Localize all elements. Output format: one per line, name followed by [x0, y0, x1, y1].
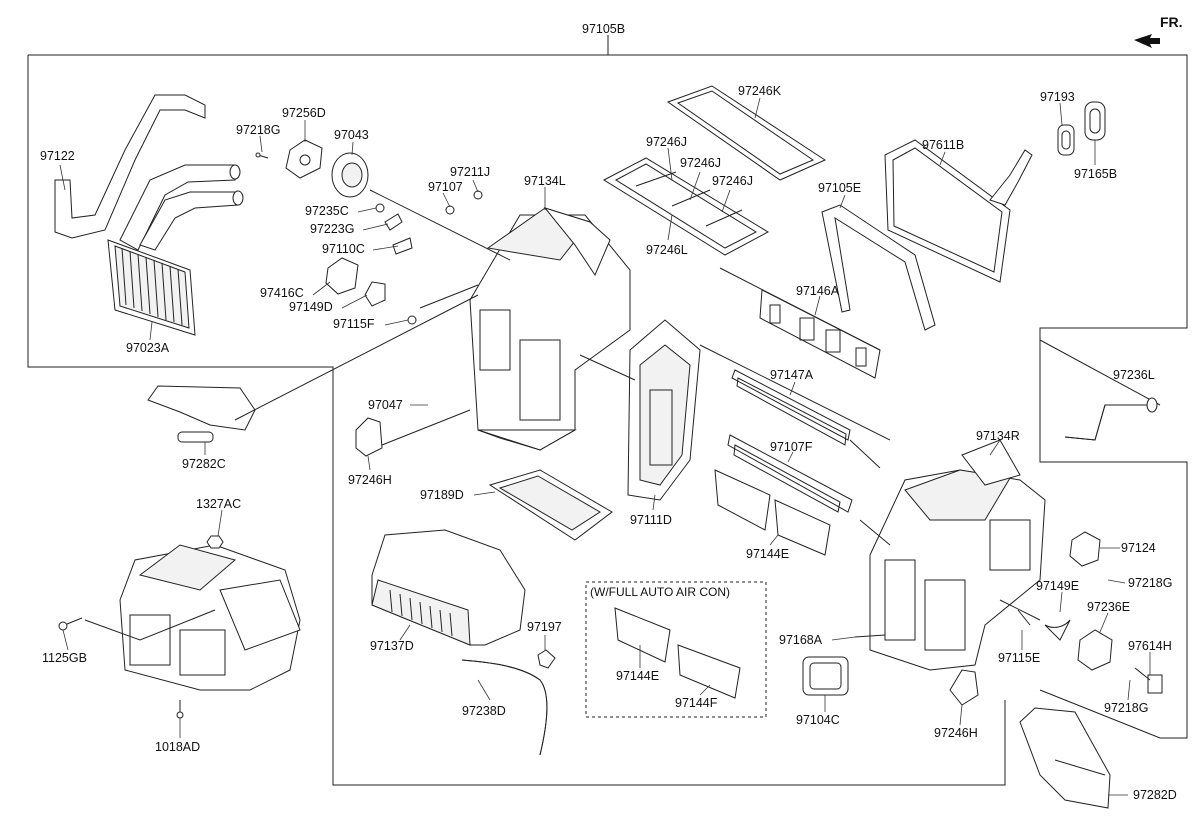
part-label-97134l[interactable]: 97134L	[524, 174, 566, 188]
part-label-97043[interactable]: 97043	[334, 128, 369, 142]
part-label-97144e-a[interactable]: 97144E	[746, 547, 789, 561]
part-label-97246h-a[interactable]: 97246H	[348, 473, 392, 487]
actuator-97236e-part	[1077, 629, 1113, 671]
part-label-97218g-a[interactable]: 97218G	[236, 123, 280, 137]
subgroup-label: (W/FULL AUTO AIR CON)	[590, 585, 730, 599]
full-auto-subgroup-box	[585, 581, 767, 718]
nut-1327ac-part	[206, 535, 224, 549]
part-label-97246k[interactable]: 97246K	[738, 84, 782, 98]
door-97146a-part	[759, 289, 881, 379]
part-label-97165b[interactable]: 97165B	[1074, 167, 1117, 181]
seal-97246h-part	[355, 417, 979, 706]
duct-97282d-part	[1019, 707, 1111, 809]
door-97144e-part	[714, 469, 831, 556]
actuator-97256d-part	[285, 139, 323, 179]
part-label-97105b[interactable]: 97105B	[582, 22, 625, 36]
part-labels: 97105B 97122 97218G 97256D 97043 97246K …	[40, 22, 1177, 802]
part-label-97146a[interactable]: 97146A	[796, 284, 840, 298]
part-label-97246h-b[interactable]: 97246H	[934, 726, 978, 740]
misc-clips-part	[325, 190, 483, 325]
part-label-97218g-b[interactable]: 97218G	[1128, 576, 1172, 590]
tray-97189d-part	[488, 469, 613, 541]
door-97147a-part	[731, 369, 851, 446]
part-label-97124[interactable]: 97124	[1121, 541, 1156, 555]
bolt-1125gb-part	[58, 617, 83, 631]
part-label-97614h[interactable]: 97614H	[1128, 639, 1172, 653]
part-label-97144e-b[interactable]: 97144E	[616, 669, 659, 683]
part-label-1018ad[interactable]: 1018AD	[155, 740, 200, 754]
orientation-label: FR.	[1160, 14, 1183, 30]
pipe-97236l-part	[1064, 397, 1158, 441]
part-label-97149e[interactable]: 97149E	[1036, 579, 1079, 593]
door-97107f-part	[727, 434, 853, 513]
part-label-97168a[interactable]: 97168A	[779, 633, 823, 647]
part-label-97223g[interactable]: 97223G	[310, 222, 354, 236]
evaporator-part	[884, 139, 1033, 283]
heater-pipe-part	[54, 94, 244, 251]
assembly-guide-lines	[234, 189, 1041, 638]
part-label-97134r[interactable]: 97134R	[976, 429, 1020, 443]
part-label-97189d[interactable]: 97189D	[420, 488, 464, 502]
part-label-97246j-b[interactable]: 97246J	[680, 156, 721, 170]
drain-hose-97238d-part	[461, 659, 548, 756]
assembly-frame	[27, 35, 1188, 786]
part-label-97256d[interactable]: 97256D	[282, 106, 326, 120]
seal-97105e-part	[821, 204, 936, 331]
case-right-97134r-part	[869, 439, 1046, 671]
part-label-97246j-a[interactable]: 97246J	[646, 135, 687, 149]
filter-97246k-part	[666, 85, 827, 181]
screw-97218g-part	[255, 152, 269, 159]
seal-97104c-part	[802, 656, 849, 696]
part-label-1327ac[interactable]: 1327AC	[196, 497, 241, 511]
part-label-97147a[interactable]: 97147A	[770, 368, 814, 382]
part-label-97416c[interactable]: 97416C	[260, 286, 304, 300]
gear-97149e-part	[1044, 619, 1071, 641]
part-label-97107[interactable]: 97107	[428, 180, 463, 194]
part-label-97211j[interactable]: 97211J	[450, 165, 490, 179]
heater-core-part	[107, 239, 196, 336]
blower-case-97137d-part	[371, 529, 526, 646]
part-label-97238d[interactable]: 97238D	[462, 704, 506, 718]
part-label-97122[interactable]: 97122	[40, 149, 75, 163]
actuator-97124-part	[1069, 531, 1101, 567]
part-label-97282c[interactable]: 97282C	[182, 457, 226, 471]
part-label-97611b[interactable]: 97611B	[922, 138, 964, 152]
part-label-97282d[interactable]: 97282D	[1133, 788, 1177, 802]
part-label-97144f[interactable]: 97144F	[675, 696, 718, 710]
part-label-97149d[interactable]: 97149D	[289, 300, 333, 314]
part-label-97246l[interactable]: 97246L	[646, 243, 688, 257]
mode-door-97111d-part	[627, 319, 701, 501]
bolt-1018ad-part	[176, 700, 184, 719]
part-label-97023a[interactable]: 97023A	[126, 341, 170, 355]
part-label-97047[interactable]: 97047	[368, 398, 403, 412]
part-label-97246j-c[interactable]: 97246J	[712, 174, 753, 188]
part-label-97105e[interactable]: 97105E	[818, 181, 861, 195]
part-label-1125gb[interactable]: 1125GB	[42, 651, 87, 665]
part-label-97137d[interactable]: 97137D	[370, 639, 414, 653]
part-label-97197[interactable]: 97197	[527, 620, 562, 634]
duct-97282c-part	[147, 385, 256, 443]
part-label-97115e[interactable]: 97115E	[998, 651, 1040, 665]
connector-97614h-part	[1134, 667, 1163, 694]
part-label-97111d[interactable]: 97111D	[630, 513, 672, 527]
case-left-97134l-part	[469, 207, 631, 451]
part-label-97115f[interactable]: 97115F	[333, 317, 375, 331]
filter-97246l-part	[602, 157, 770, 256]
part-label-97218g-c[interactable]: 97218G	[1104, 701, 1148, 715]
motor-97043-part	[331, 152, 369, 198]
part-label-97107f[interactable]: 97107F	[770, 440, 813, 454]
sensor-97197-part	[537, 649, 556, 669]
part-label-97236e[interactable]: 97236E	[1087, 600, 1130, 614]
part-label-97193[interactable]: 97193	[1040, 90, 1075, 104]
seal-97193-part	[1057, 124, 1075, 156]
seal-97165b-part	[1084, 101, 1106, 141]
leader-lines	[59, 97, 1151, 796]
hvac-assembly-part	[84, 544, 301, 691]
part-label-97104c[interactable]: 97104C	[796, 713, 840, 727]
part-label-97110c[interactable]: 97110C	[322, 242, 365, 256]
part-label-97236l[interactable]: 97236L	[1113, 368, 1155, 382]
part-label-97235c[interactable]: 97235C	[305, 204, 349, 218]
front-direction-arrow-icon	[1134, 34, 1160, 48]
